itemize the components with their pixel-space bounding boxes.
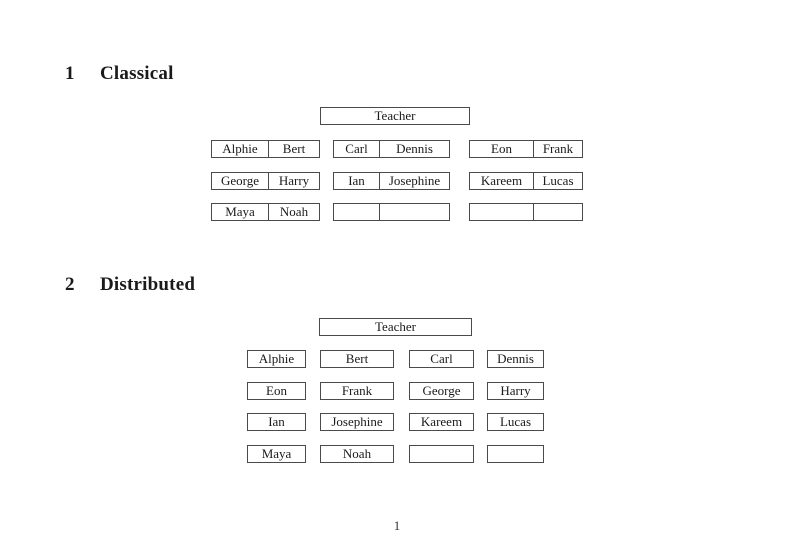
desk-seat-right: Noah xyxy=(279,204,309,219)
seat-row: Maya Noah xyxy=(247,445,544,463)
desk-seat-right xyxy=(534,204,582,220)
desk: Ian Josephine xyxy=(333,171,450,190)
seat-box: Ian xyxy=(247,413,306,431)
desk-seat-left: Eon xyxy=(470,141,534,157)
section-heading-classical: 1 Classical xyxy=(65,63,174,85)
desk-seat-left: George xyxy=(212,172,269,189)
desk: Maya Noah xyxy=(211,203,320,221)
desk-row: Alphie Bert Carl Dennis Eon Frank xyxy=(211,140,583,158)
seat-row: Alphie Bert Carl Dennis xyxy=(247,350,544,368)
seat-box-empty xyxy=(487,445,544,463)
seat-row: Eon Frank George Harry xyxy=(247,382,544,400)
section-number: 1 xyxy=(65,63,75,84)
seat-row: Ian Josephine Kareem Lucas xyxy=(247,413,544,431)
seat-box: Frank xyxy=(320,382,394,400)
seat-box: Noah xyxy=(320,445,394,463)
seat-box: Dennis xyxy=(487,350,544,368)
section-title: Classical xyxy=(100,63,174,84)
desk-seat-right: Harry xyxy=(278,172,310,188)
desk: George Harry xyxy=(211,171,320,190)
section-title: Distributed xyxy=(100,274,196,295)
desk-seat-right: Frank xyxy=(542,141,574,156)
section-heading-distributed: 2 Distributed xyxy=(65,274,195,296)
desk-seat-left: Kareem xyxy=(470,172,534,189)
desk-seat-right: Lucas xyxy=(542,172,574,188)
seat-box: George xyxy=(409,382,474,400)
desk-seat-left: Carl xyxy=(334,141,380,157)
desk-seat-left: Alphie xyxy=(212,141,269,157)
seat-box: Kareem xyxy=(409,413,474,431)
seat-box: Carl xyxy=(409,350,474,368)
seat-box: Eon xyxy=(247,382,306,400)
teacher-box: Teacher xyxy=(320,107,470,125)
desk-seat-left xyxy=(470,204,534,220)
desk-seat-left: Maya xyxy=(212,204,269,220)
seat-box: Lucas xyxy=(487,413,544,431)
seat-box-empty xyxy=(409,445,474,463)
desk-seat-left: Ian xyxy=(334,172,380,189)
seat-box: Alphie xyxy=(247,350,306,368)
desk-row: George Harry Ian Josephine Kareem Lucas xyxy=(211,171,583,190)
seat-box: Josephine xyxy=(320,413,394,431)
desk-seat-right: Dennis xyxy=(396,141,433,156)
desk-seat-right xyxy=(380,204,449,220)
distributed-seat-grid: Alphie Bert Carl Dennis Eon Frank George… xyxy=(247,350,544,463)
desk-row: Maya Noah xyxy=(211,203,583,221)
desk-empty xyxy=(469,203,583,221)
seat-box: Bert xyxy=(320,350,394,368)
section-number: 2 xyxy=(65,274,75,295)
desk-seat-right: Bert xyxy=(282,141,306,156)
desk-seat-right: Josephine xyxy=(388,172,441,188)
desk-seat-left xyxy=(334,204,380,220)
teacher-box: Teacher xyxy=(319,318,472,336)
classical-desk-grid: Alphie Bert Carl Dennis Eon Frank George… xyxy=(211,140,583,235)
seat-box: Maya xyxy=(247,445,306,463)
page-number: 1 xyxy=(393,518,401,533)
desk: Carl Dennis xyxy=(333,140,450,158)
desk: Eon Frank xyxy=(469,140,583,158)
desk: Alphie Bert xyxy=(211,140,320,158)
seat-box: Harry xyxy=(487,382,544,400)
desk: Kareem Lucas xyxy=(469,171,583,190)
desk-empty xyxy=(333,203,450,221)
